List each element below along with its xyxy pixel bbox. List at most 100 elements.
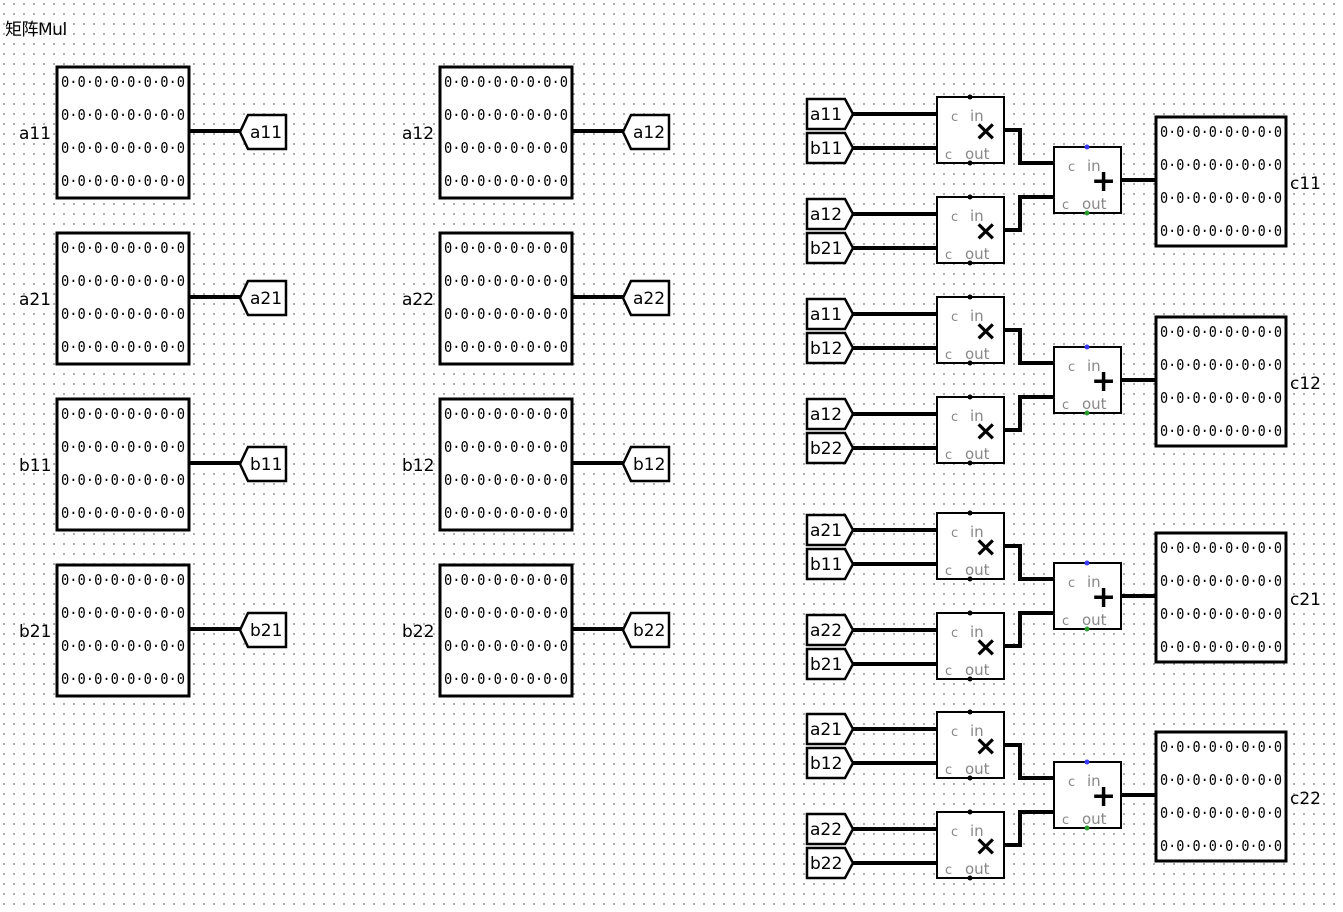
svg-text:in: in: [970, 307, 984, 325]
register-b21[interactable]: b21 0·0·0·0·0·0·0·0 0·0·0·0·0·0·0·0 0·0·0·0…: [19, 563, 288, 698]
register-value-row: 0·0·0·0·0·0·0·0: [444, 172, 568, 190]
tunnel-b12[interactable]: b12: [621, 445, 671, 483]
register-value-row: 0·0·0·0·0·0·0·0: [61, 172, 185, 190]
register-a12[interactable]: a12 0·0·0·0·0·0·0·0 0·0·0·0·0·0·0·0 0·0·0·0…: [402, 65, 671, 200]
tunnel-a12[interactable]: a12: [805, 397, 855, 431]
tunnel-a22[interactable]: a22: [805, 613, 855, 647]
tunnel-b11[interactable]: b11: [238, 445, 288, 483]
tunnel-a11[interactable]: a11: [805, 97, 855, 131]
svg-text:c: c: [1068, 360, 1075, 375]
tunnel-label: b12: [810, 754, 842, 774]
svg-text:in: in: [970, 822, 984, 840]
register-a22[interactable]: a220·0·0·0·0·0·0·00·0·0·0·0·0·0·00·0·0·0…: [402, 231, 671, 366]
output-register-c22[interactable]: 0·0·0·0·0·0·0·00·0·0·0·0·0·0·00·0·0·0·0·…: [1154, 730, 1321, 863]
svg-text:c: c: [945, 664, 952, 679]
tunnel-b22[interactable]: b22: [805, 846, 855, 880]
register-label: a12: [402, 124, 434, 144]
register-b11[interactable]: b110·0·0·0·0·0·0·00·0·0·0·0·0·0·00·0·0·0…: [19, 397, 288, 532]
tunnel-a12[interactable]: a12: [805, 197, 855, 231]
output-label: c11: [1290, 174, 1321, 194]
register-b22[interactable]: b220·0·0·0·0·0·0·00·0·0·0·0·0·0·00·0·0·0…: [402, 563, 671, 698]
register-a11[interactable]: a110·0·0·0·0·0·0·00·0·0·0·0·0·0·00·0·0·0…: [19, 65, 288, 200]
register-a21[interactable]: a210·0·0·0·0·0·0·00·0·0·0·0·0·0·00·0·0·0…: [19, 231, 288, 366]
svg-text:in: in: [1087, 573, 1101, 591]
tunnel-b21[interactable]: b21: [238, 611, 288, 649]
register-b12[interactable]: b120·0·0·0·0·0·0·00·0·0·0·0·0·0·00·0·0·0…: [402, 397, 671, 532]
register-value-row: 0·0·0·0·0·0·0·0: [444, 73, 568, 91]
register-label: b22: [402, 622, 434, 642]
output-register-c11[interactable]: 0·0·0·0·0·0·0·00·0·0·0·0·0·0·00·0·0·0·0·…: [1154, 115, 1321, 248]
svg-text:c: c: [945, 248, 952, 263]
tunnel-label: b22: [633, 621, 665, 641]
multiplier-icon: ×: [974, 414, 997, 447]
register-label: a21: [19, 290, 51, 310]
tunnel-b11[interactable]: b11: [805, 547, 855, 581]
register-value-row: 0·0·0·0·0·0·0·0: [61, 338, 185, 356]
tunnel-b12[interactable]: b12: [805, 331, 855, 365]
tunnel-a21[interactable]: a21: [238, 279, 288, 317]
tunnel-label: a12: [810, 405, 842, 425]
svg-text:c: c: [951, 410, 958, 425]
tunnel-b22[interactable]: b22: [805, 431, 855, 465]
svg-text:c: c: [1062, 198, 1069, 213]
register-value-row: 0·0·0·0·0·0·0·0: [444, 139, 568, 157]
tunnel-a22[interactable]: a22: [621, 279, 671, 317]
output-register-c21[interactable]: 0·0·0·0·0·0·0·00·0·0·0·0·0·0·00·0·0·0·0·…: [1154, 531, 1321, 664]
tunnel-a12[interactable]: a12: [621, 113, 671, 151]
register-value-row: 0·0·0·0·0·0·0·0: [61, 637, 185, 655]
tunnel-label: b22: [810, 854, 842, 874]
register-value-row: 0·0·0·0·0·0·0·0: [444, 106, 568, 124]
tunnel-label: a22: [810, 621, 842, 641]
tunnel-b11[interactable]: b11: [805, 131, 855, 165]
tunnel-label: a21: [250, 289, 282, 309]
tunnel-a11[interactable]: a11: [805, 297, 855, 331]
tunnel-b12[interactable]: b12: [805, 746, 855, 780]
svg-text:out: out: [965, 245, 990, 263]
tunnel-a21[interactable]: a21: [805, 712, 855, 746]
svg-text:out: out: [965, 860, 990, 878]
svg-text:in: in: [970, 207, 984, 225]
svg-text:c: c: [951, 310, 958, 325]
register-value-row: 0·0·0·0·0·0·0·0: [444, 438, 568, 456]
register-value-row: 0·0·0·0·0·0·0·0: [1160, 389, 1282, 407]
register-value-row: 0·0·0·0·0·0·0·0: [1160, 539, 1282, 557]
svg-text:out: out: [1082, 195, 1107, 213]
register-value-row: 0·0·0·0·0·0·0·0: [444, 670, 568, 688]
register-value-row: 0·0·0·0·0·0·0·0: [61, 571, 185, 589]
tunnel-b22[interactable]: b22: [621, 611, 671, 649]
output-label: c21: [1290, 590, 1321, 610]
multiplier-icon: ×: [974, 114, 997, 147]
register-value-row: 0·0·0·0·0·0·0·0: [1160, 837, 1282, 855]
register-value-row: 0·0·0·0·0·0·0·0: [61, 239, 185, 257]
tunnel-label: a22: [810, 820, 842, 840]
tunnel-a11[interactable]: a11: [238, 113, 288, 151]
register-value-row: 0·0·0·0·0·0·0·0: [61, 670, 185, 688]
tunnel-a21[interactable]: a21: [805, 513, 855, 547]
register-value-row: 0·0·0·0·0·0·0·0: [444, 272, 568, 290]
tunnel-b21[interactable]: b21: [805, 647, 855, 681]
register-label: b21: [19, 622, 51, 642]
output-register-c12[interactable]: 0·0·0·0·0·0·0·00·0·0·0·0·0·0·00·0·0·0·0·…: [1154, 315, 1321, 448]
register-value-row: 0·0·0·0·0·0·0·0: [444, 305, 568, 323]
tunnel-label: a21: [810, 521, 842, 541]
multiplier-icon: ×: [974, 829, 997, 862]
multiplier-icon: ×: [974, 314, 997, 347]
svg-text:out: out: [965, 561, 990, 579]
tunnel-a22[interactable]: a22: [805, 812, 855, 846]
svg-text:in: in: [970, 107, 984, 125]
tunnel-b21[interactable]: b21: [805, 231, 855, 265]
